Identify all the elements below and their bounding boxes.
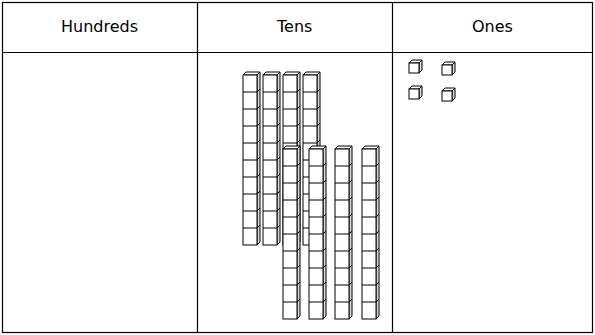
column-header: Hundreds	[61, 17, 138, 36]
table-grid	[3, 3, 593, 333]
column-header: Ones	[472, 17, 513, 36]
column-header: Tens	[277, 17, 312, 36]
unit-cubes	[409, 60, 455, 101]
ten-rods	[243, 72, 379, 319]
